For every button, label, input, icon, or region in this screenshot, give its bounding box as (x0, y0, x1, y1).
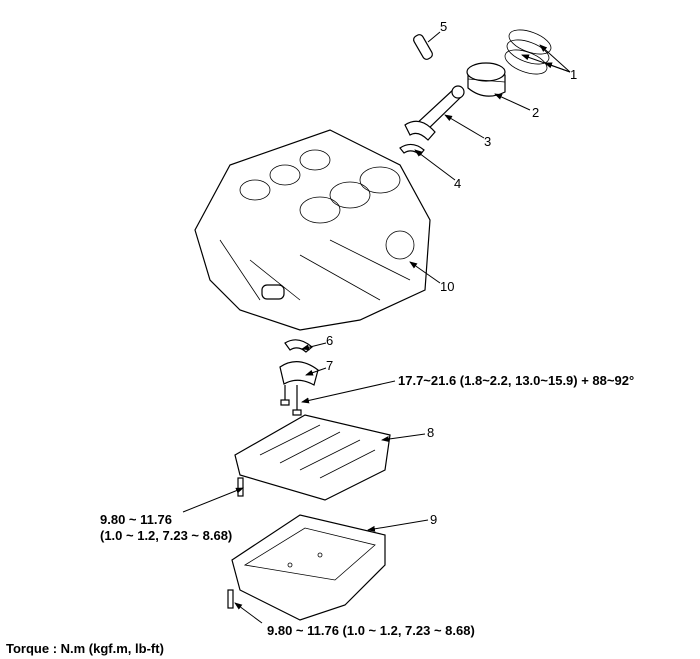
oil-pan (231, 514, 386, 621)
piston-rings (504, 29, 552, 75)
oil-pan-bolt (227, 589, 234, 609)
lower-crankcase (234, 414, 391, 501)
piston (466, 62, 506, 97)
main-bearing-bolt-torque: 17.7~21.6 (1.8~2.2, 13.0~15.9) + 88~92° (398, 373, 635, 388)
callout-1: 1 (570, 67, 578, 82)
oil-pan-bolt-torque: 9.80 ~ 11.76 (1.0 ~ 1.2, 7.23 ~ 8.68) (267, 623, 475, 638)
lower-crankcase-bolt (237, 477, 244, 497)
cylinder-block (194, 129, 431, 331)
callout-6: 6 (326, 333, 334, 348)
piston-pin (413, 34, 433, 60)
leader-lines (182, 31, 571, 624)
callout-7: 7 (326, 358, 334, 373)
callout-3: 3 (484, 134, 492, 149)
callout-5: 5 (440, 19, 448, 34)
callout-2: 2 (532, 105, 540, 120)
main-bearing-bolts (280, 385, 302, 416)
connecting-rod (404, 85, 465, 141)
main-bearing-cap (279, 361, 319, 386)
main-bearing (284, 339, 313, 353)
callout-9: 9 (430, 512, 438, 527)
lower-crankcase-bolt-torque-line1: 9.80 ~ 11.76 (100, 512, 172, 527)
connecting-rod-bearing (399, 143, 425, 156)
callout-8: 8 (427, 425, 435, 440)
lower-crankcase-bolt-torque-line2: (1.0 ~ 1.2, 7.23 ~ 8.68) (100, 528, 233, 543)
torque-units-note: Torque : N.m (kgf.m, lb-ft) (6, 641, 164, 656)
callout-4: 4 (454, 176, 462, 191)
callout-10: 10 (440, 279, 455, 294)
